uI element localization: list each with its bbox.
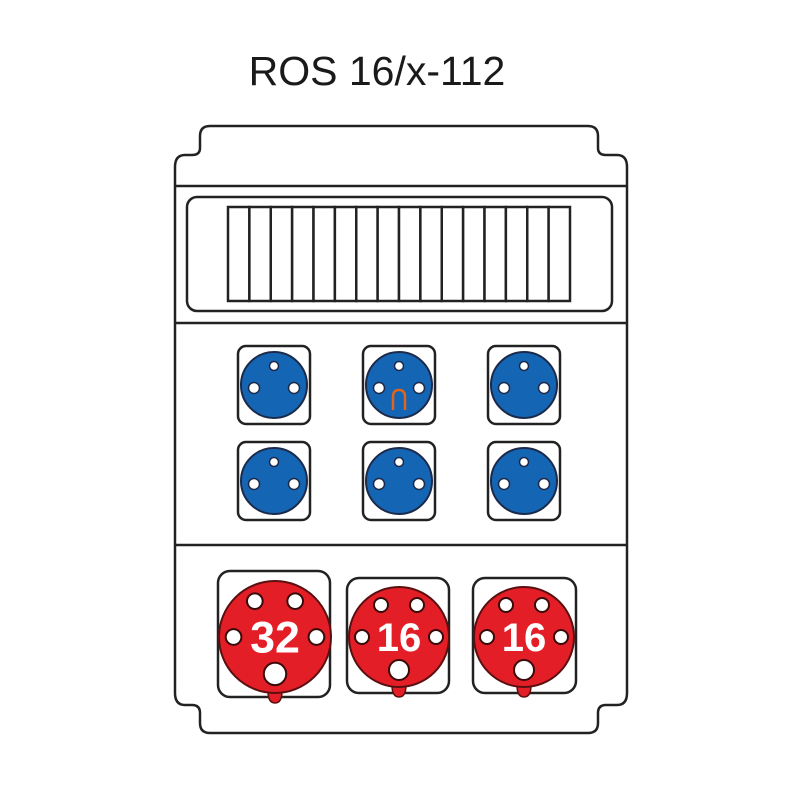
socket-230v[interactable] bbox=[486, 344, 562, 426]
socket-hole bbox=[537, 381, 551, 395]
socket-hole bbox=[388, 659, 410, 681]
socket-face bbox=[490, 351, 558, 419]
socket-230v[interactable] bbox=[361, 344, 437, 426]
socket-face bbox=[240, 447, 308, 515]
socket-hole bbox=[286, 592, 305, 610]
socket-face bbox=[348, 586, 450, 688]
breaker-module[interactable] bbox=[419, 205, 443, 303]
socket-hole bbox=[307, 628, 326, 646]
socket-hole bbox=[412, 381, 426, 395]
socket-230v[interactable] bbox=[486, 440, 562, 522]
socket-230v[interactable] bbox=[236, 440, 312, 522]
socket-hole bbox=[513, 659, 535, 681]
socket-face bbox=[365, 447, 433, 515]
breaker-module[interactable] bbox=[440, 205, 465, 303]
socket-hole bbox=[247, 381, 261, 395]
earth-pin-icon bbox=[391, 388, 407, 410]
breaker-modules bbox=[226, 205, 572, 303]
socket-hole bbox=[537, 477, 551, 491]
socket-hole bbox=[497, 381, 511, 395]
socket-key bbox=[516, 684, 532, 698]
breaker-module[interactable] bbox=[483, 205, 508, 303]
breaker-module[interactable] bbox=[333, 205, 358, 303]
breaker-module[interactable] bbox=[547, 205, 572, 303]
socket-cee-16a[interactable]: 16 bbox=[345, 576, 451, 698]
breaker-module[interactable] bbox=[526, 205, 550, 303]
socket-hole bbox=[534, 597, 550, 613]
socket-hole bbox=[518, 360, 530, 372]
socket-hole bbox=[553, 629, 569, 645]
socket-hole bbox=[246, 592, 264, 610]
socket-hole bbox=[268, 360, 280, 372]
rating-label: 16 bbox=[377, 616, 422, 660]
schuko-socket-group bbox=[236, 344, 562, 522]
socket-hole bbox=[247, 477, 261, 491]
socket-hole bbox=[479, 629, 495, 645]
socket-hole bbox=[224, 628, 243, 646]
socket-hole bbox=[354, 629, 370, 645]
socket-hole bbox=[518, 456, 530, 468]
cee-socket-group: 32 16 16 bbox=[216, 569, 578, 704]
socket-hole bbox=[372, 381, 386, 395]
socket-cee-16a[interactable]: 16 bbox=[471, 576, 578, 698]
socket-hole bbox=[287, 477, 301, 491]
socket-face bbox=[218, 580, 332, 694]
socket-hole bbox=[393, 360, 405, 372]
breaker-module[interactable] bbox=[290, 205, 315, 303]
socket-hole bbox=[262, 661, 288, 687]
breaker-module[interactable] bbox=[226, 205, 251, 303]
socket-hole bbox=[393, 456, 405, 468]
breaker-module[interactable] bbox=[312, 205, 337, 303]
socket-hole bbox=[372, 477, 386, 491]
socket-hole bbox=[498, 597, 514, 613]
socket-face bbox=[490, 447, 558, 515]
socket-key bbox=[391, 684, 407, 698]
socket-key bbox=[267, 690, 283, 704]
socket-face bbox=[240, 351, 308, 419]
rating-label: 32 bbox=[250, 613, 300, 663]
socket-hole bbox=[373, 597, 389, 613]
socket-cee-32a[interactable]: 32 bbox=[216, 569, 332, 704]
socket-hole bbox=[497, 477, 511, 491]
breaker-module[interactable] bbox=[248, 205, 272, 303]
breaker-module[interactable] bbox=[461, 205, 486, 303]
socket-face bbox=[473, 586, 575, 688]
socket-hole bbox=[428, 629, 444, 645]
socket-230v[interactable] bbox=[361, 440, 437, 522]
socket-hole bbox=[412, 477, 426, 491]
rating-label: 16 bbox=[502, 616, 547, 660]
socket-face bbox=[365, 351, 433, 419]
breaker-window bbox=[185, 195, 614, 313]
socket-hole bbox=[268, 456, 280, 468]
socket-hole bbox=[409, 597, 425, 613]
breaker-module[interactable] bbox=[376, 205, 401, 303]
breaker-module[interactable] bbox=[269, 205, 294, 303]
title: ROS 16/x-112 bbox=[249, 48, 506, 94]
breaker-module[interactable] bbox=[397, 205, 422, 303]
socket-hole bbox=[287, 381, 301, 395]
breaker-module[interactable] bbox=[355, 205, 379, 303]
enclosure-outline bbox=[173, 124, 629, 735]
socket-230v[interactable] bbox=[236, 344, 312, 426]
breaker-module[interactable] bbox=[504, 205, 529, 303]
